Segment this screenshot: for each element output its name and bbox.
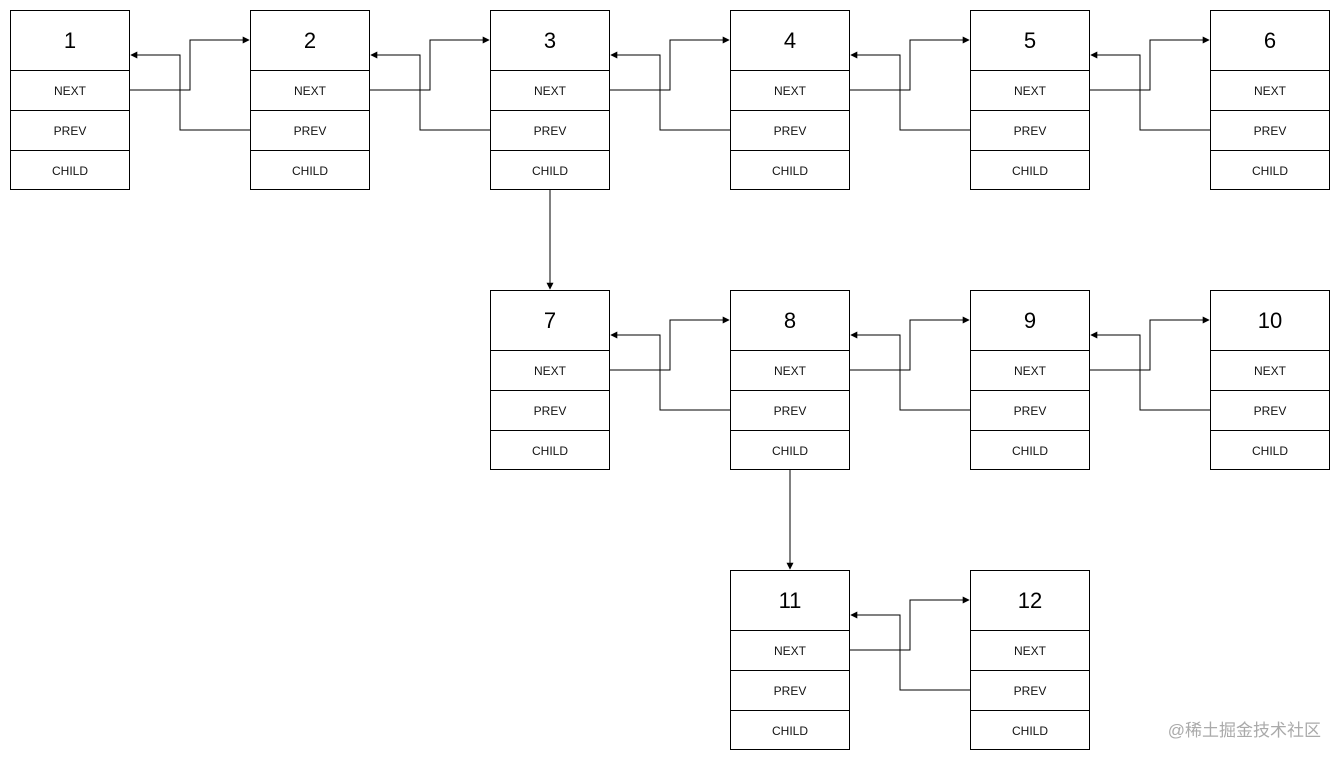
node-next-field: NEXT <box>731 351 849 391</box>
node-next-field: NEXT <box>971 71 1089 111</box>
node-value: 3 <box>491 11 609 71</box>
node-child-field: CHILD <box>1251 444 1288 458</box>
next-arrow-4-5 <box>850 36 970 91</box>
node-value: 11 <box>731 571 849 631</box>
node-next-field: NEXT <box>491 351 609 391</box>
node-value: 8 <box>731 291 849 351</box>
node-next-field: NEXT <box>1211 71 1329 111</box>
node-value: 9 <box>971 291 1089 351</box>
next-arrow-11-12 <box>850 596 970 651</box>
node-child-field: CHILD <box>1251 164 1288 178</box>
node-prev-field: PREV <box>491 111 609 151</box>
node-prev-field: PREV <box>971 671 1089 711</box>
prev-arrow-2-1 <box>130 51 250 131</box>
node-value: 4 <box>731 11 849 71</box>
edge-layer <box>130 36 1210 691</box>
node-value: 5 <box>971 11 1089 71</box>
node-child-field: CHILD <box>291 164 328 178</box>
node-value: 7 <box>491 291 609 351</box>
node-next-field: NEXT <box>1211 351 1329 391</box>
watermark: @稀土掘金技术社区 <box>1167 721 1321 740</box>
node-child-field: CHILD <box>771 164 808 178</box>
node-value: 6 <box>1211 11 1329 71</box>
prev-arrow-12-11 <box>850 611 970 691</box>
prev-arrow-4-3 <box>610 51 730 131</box>
node-prev-field: PREV <box>731 391 849 431</box>
prev-arrow-3-2 <box>370 51 490 131</box>
node-next-field: NEXT <box>491 71 609 111</box>
node-prev-field: PREV <box>491 391 609 431</box>
prev-arrow-10-9 <box>1090 331 1210 411</box>
node-child-field: CHILD <box>1011 444 1048 458</box>
node-next-field: NEXT <box>11 71 129 111</box>
next-arrow-9-10 <box>1090 316 1210 371</box>
node-next-field: NEXT <box>971 631 1089 671</box>
prev-arrow-6-5 <box>1090 51 1210 131</box>
node-prev-field: PREV <box>11 111 129 151</box>
next-arrow-8-9 <box>850 316 970 371</box>
node-next-field: NEXT <box>731 631 849 671</box>
next-arrow-1-2 <box>130 36 250 91</box>
node-prev-field: PREV <box>1211 391 1329 431</box>
node-child-field: CHILD <box>531 164 568 178</box>
node-next-field: NEXT <box>731 71 849 111</box>
node-next-field: NEXT <box>971 351 1089 391</box>
node-child-field: CHILD <box>1011 164 1048 178</box>
prev-arrow-9-8 <box>850 331 970 411</box>
node-prev-field: PREV <box>971 111 1089 151</box>
node-value: 1 <box>11 11 129 71</box>
node-child-field: CHILD <box>51 164 88 178</box>
node-value: 12 <box>971 571 1089 631</box>
next-arrow-5-6 <box>1090 36 1210 91</box>
next-arrow-7-8 <box>610 316 730 371</box>
node-prev-field: PREV <box>1211 111 1329 151</box>
node-child-field: CHILD <box>1011 724 1048 738</box>
next-arrow-3-4 <box>610 36 730 91</box>
node-prev-field: PREV <box>251 111 369 151</box>
node-child-field: CHILD <box>771 724 808 738</box>
node-value: 10 <box>1211 291 1329 351</box>
node-prev-field: PREV <box>971 391 1089 431</box>
node-value: 2 <box>251 11 369 71</box>
prev-arrow-5-4 <box>850 51 970 131</box>
node-child-field: CHILD <box>771 444 808 458</box>
next-arrow-2-3 <box>370 36 490 91</box>
node-next-field: NEXT <box>251 71 369 111</box>
node-child-field: CHILD <box>531 444 568 458</box>
node-prev-field: PREV <box>731 671 849 711</box>
node-prev-field: PREV <box>731 111 849 151</box>
prev-arrow-8-7 <box>610 331 730 411</box>
